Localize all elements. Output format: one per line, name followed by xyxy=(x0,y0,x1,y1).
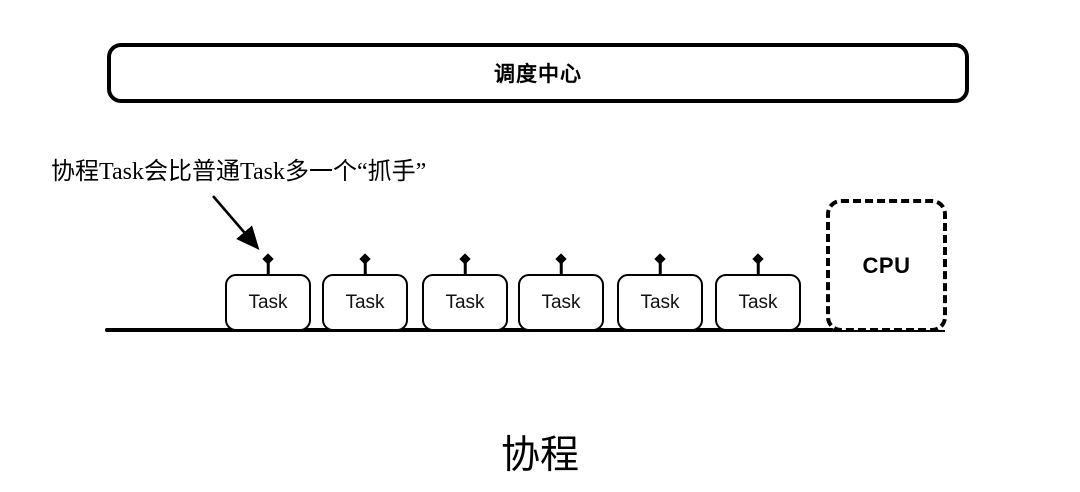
task-box: Task xyxy=(617,274,703,331)
task-label: Task xyxy=(345,291,385,313)
cpu-box: CPU xyxy=(826,199,947,332)
scheduler-box: 调度中心 xyxy=(107,43,969,103)
handle-stem xyxy=(756,260,760,275)
diagram-title: 协程 xyxy=(500,434,579,477)
diamond-handle-icon xyxy=(555,253,567,265)
task-box: Task xyxy=(518,274,604,331)
task-box: Task xyxy=(225,274,311,331)
task-box: Task xyxy=(422,274,508,331)
task-unit-5: Task xyxy=(617,248,703,331)
handle-stem xyxy=(658,260,662,275)
diamond-handle-icon xyxy=(752,253,764,265)
task-box: Task xyxy=(715,274,801,331)
diamond-handle-icon xyxy=(654,253,666,265)
task-unit-2: Task xyxy=(322,248,408,331)
task-label: Task xyxy=(248,291,288,313)
handle-stem xyxy=(363,260,367,275)
handle-stem xyxy=(463,260,467,275)
task-label: Task xyxy=(640,291,680,313)
diamond-handle-icon xyxy=(262,253,274,265)
task-label: Task xyxy=(445,291,485,313)
cpu-label: CPU xyxy=(862,252,911,278)
task-label: Task xyxy=(738,291,778,313)
task-label: Task xyxy=(541,291,581,313)
task-box: Task xyxy=(322,274,408,331)
handle-stem xyxy=(266,260,270,275)
annotation-text: 协程Task会比普通Task多一个“抓手” xyxy=(51,159,427,185)
handle-stem xyxy=(559,260,563,275)
task-unit-6: Task xyxy=(715,248,801,331)
diamond-handle-icon xyxy=(459,253,471,265)
task-unit-3: Task xyxy=(422,248,508,331)
diamond-handle-icon xyxy=(359,253,371,265)
task-unit-1: Task xyxy=(225,248,311,331)
task-unit-4: Task xyxy=(518,248,604,331)
scheduler-label: 调度中心 xyxy=(494,63,582,86)
